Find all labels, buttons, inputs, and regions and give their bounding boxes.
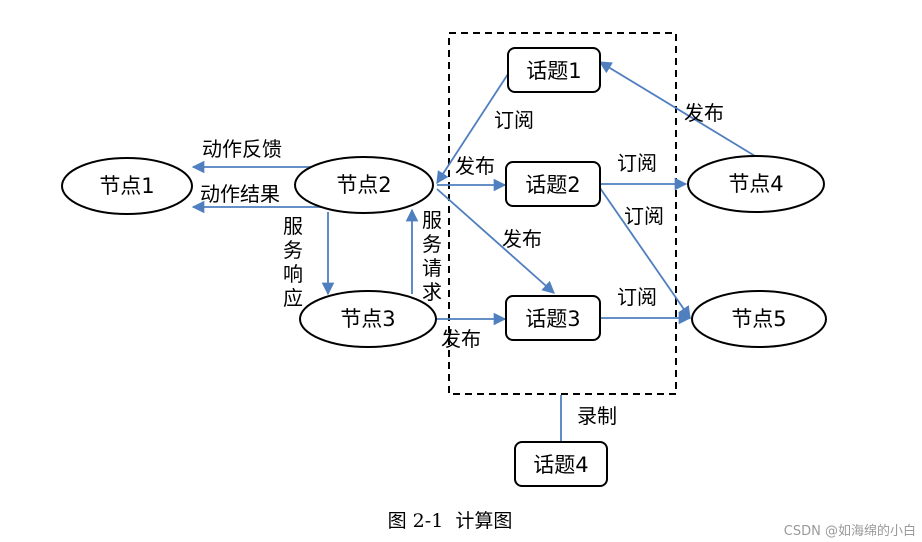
label-service-response-char: 应 [283,286,303,310]
node-4: 节点4 [687,155,825,213]
label-subscribe-node2-topic1: 订阅 [494,108,534,132]
node-5-label: 节点5 [731,307,786,331]
node-3-label: 节点3 [340,307,395,331]
label-publish-node4-topic1: 发布 [684,101,724,125]
topic-3-label: 话题3 [525,307,580,331]
topic-3: 话题3 [505,295,601,341]
edge-subscribe-topic2-node5 [599,187,691,320]
label-subscribe-topic2-node4: 订阅 [617,151,657,175]
node-4-label: 节点4 [728,172,783,196]
edge-publish-node2-topic3 [436,188,555,294]
node-3: 节点3 [299,290,437,348]
edge-subscribe-node2-topic1 [436,73,509,185]
node-5: 节点5 [691,290,827,348]
watermark: CSDN @如海绵的小白 [784,523,916,539]
topic-1-label: 话题1 [526,59,581,83]
topic-container-box [448,32,677,395]
topic-2-label: 话题2 [525,173,580,197]
node-2-label: 节点2 [336,173,391,197]
edge-publish-node4-topic1 [598,61,756,157]
label-publish-node3-topic3: 发布 [441,327,481,351]
label-subscribe-topic2-node5: 订阅 [624,204,664,228]
topic-1: 话题1 [507,47,601,93]
label-service-response-char: 响 [283,262,303,286]
label-service-request-char: 务 [422,232,442,256]
label-publish-node2-topic2: 发布 [455,154,495,178]
edges [191,61,756,442]
label-service-response: 服 务 响 应 [283,214,303,310]
node-1-label: 节点1 [99,174,154,198]
label-service-response-char: 服 [283,214,303,238]
topic-4: 话题4 [514,441,608,487]
label-publish-node2-topic3: 发布 [502,227,542,251]
label-service-request-char: 请 [422,256,442,280]
figure-caption: 图 2-1 计算图 [388,510,513,532]
node-2: 节点2 [294,156,434,214]
label-record-topic4: 录制 [577,404,617,428]
node-1: 节点1 [61,157,193,215]
topic-2: 话题2 [505,161,601,207]
label-action-feedback: 动作反馈 [202,137,282,161]
label-service-request-char: 求 [422,280,442,304]
label-action-result: 动作结果 [200,182,280,206]
label-service-request-char: 服 [422,208,442,232]
label-subscribe-topic3-node5: 订阅 [617,285,657,309]
label-service-request: 服 务 请 求 [422,208,442,304]
topic-4-label: 话题4 [533,453,588,477]
label-service-response-char: 务 [283,238,303,262]
